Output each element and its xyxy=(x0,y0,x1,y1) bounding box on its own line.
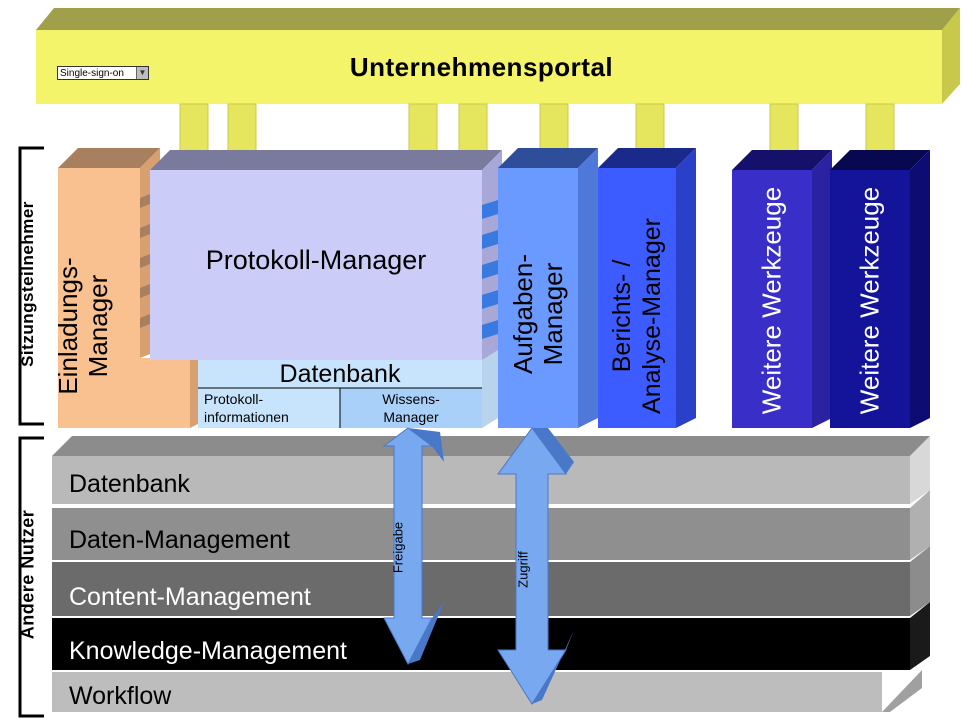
portal-connectors xyxy=(179,103,895,171)
portal-title: Unternehmensportal xyxy=(349,52,614,82)
datenbank-label: Datenbank xyxy=(279,360,401,388)
participants-bracket xyxy=(18,146,44,426)
single-sign-on-label: Single-sign-on xyxy=(60,68,124,79)
datenbank-block xyxy=(198,350,498,428)
weitere-werkzeuge-1-block xyxy=(732,150,832,428)
layer-datenbank-label: Datenbank xyxy=(69,470,190,498)
portal-bar xyxy=(36,8,960,104)
berichts-manager-label: Berichts- / Analyse-Manager xyxy=(608,218,666,414)
weitere-werkzeuge-2-block xyxy=(830,150,930,428)
other-users-label: Andere Nutzer xyxy=(17,509,38,640)
aufgaben-manager-label: Aufgaben- Manager xyxy=(508,254,568,374)
participants-label: Sitzungsteilnehmer xyxy=(18,201,37,367)
other-users-bracket xyxy=(18,436,44,718)
einladungs-manager-label: Einladungs- Manager xyxy=(53,257,113,395)
layer-knowledge-management-label: Knowledge-Management xyxy=(69,637,347,665)
single-sign-on-dropdown[interactable]: Single-sign-on ▼ xyxy=(57,66,149,80)
layer-daten-management-label: Daten-Management xyxy=(69,526,290,554)
chevron-down-icon[interactable]: ▼ xyxy=(136,67,148,79)
layer-content-management-label: Content-Management xyxy=(69,583,311,611)
weitere-werkzeuge-1-label: Weitere Werkzeuge xyxy=(756,186,787,415)
zugriff-label: Zugriff xyxy=(515,551,531,588)
freigabe-arrow xyxy=(382,427,444,666)
berichts-manager-block xyxy=(598,148,696,428)
layer-workflow-label: Workflow xyxy=(69,682,172,710)
zugriff-arrow xyxy=(497,427,574,705)
weitere-werkzeuge-2-label: Weitere Werkzeuge xyxy=(854,186,885,415)
protokoll-manager-block xyxy=(150,150,502,360)
protokoll-manager-label: Protokoll-Manager xyxy=(205,245,427,275)
freigabe-label: Freigabe xyxy=(390,521,406,574)
layer-stack xyxy=(52,436,930,712)
aufgaben-manager-block xyxy=(498,148,598,428)
wissens-manager-label: Wissens- Manager xyxy=(382,391,440,425)
protokoll-informationen-label: Protokoll- informationen xyxy=(204,391,289,425)
